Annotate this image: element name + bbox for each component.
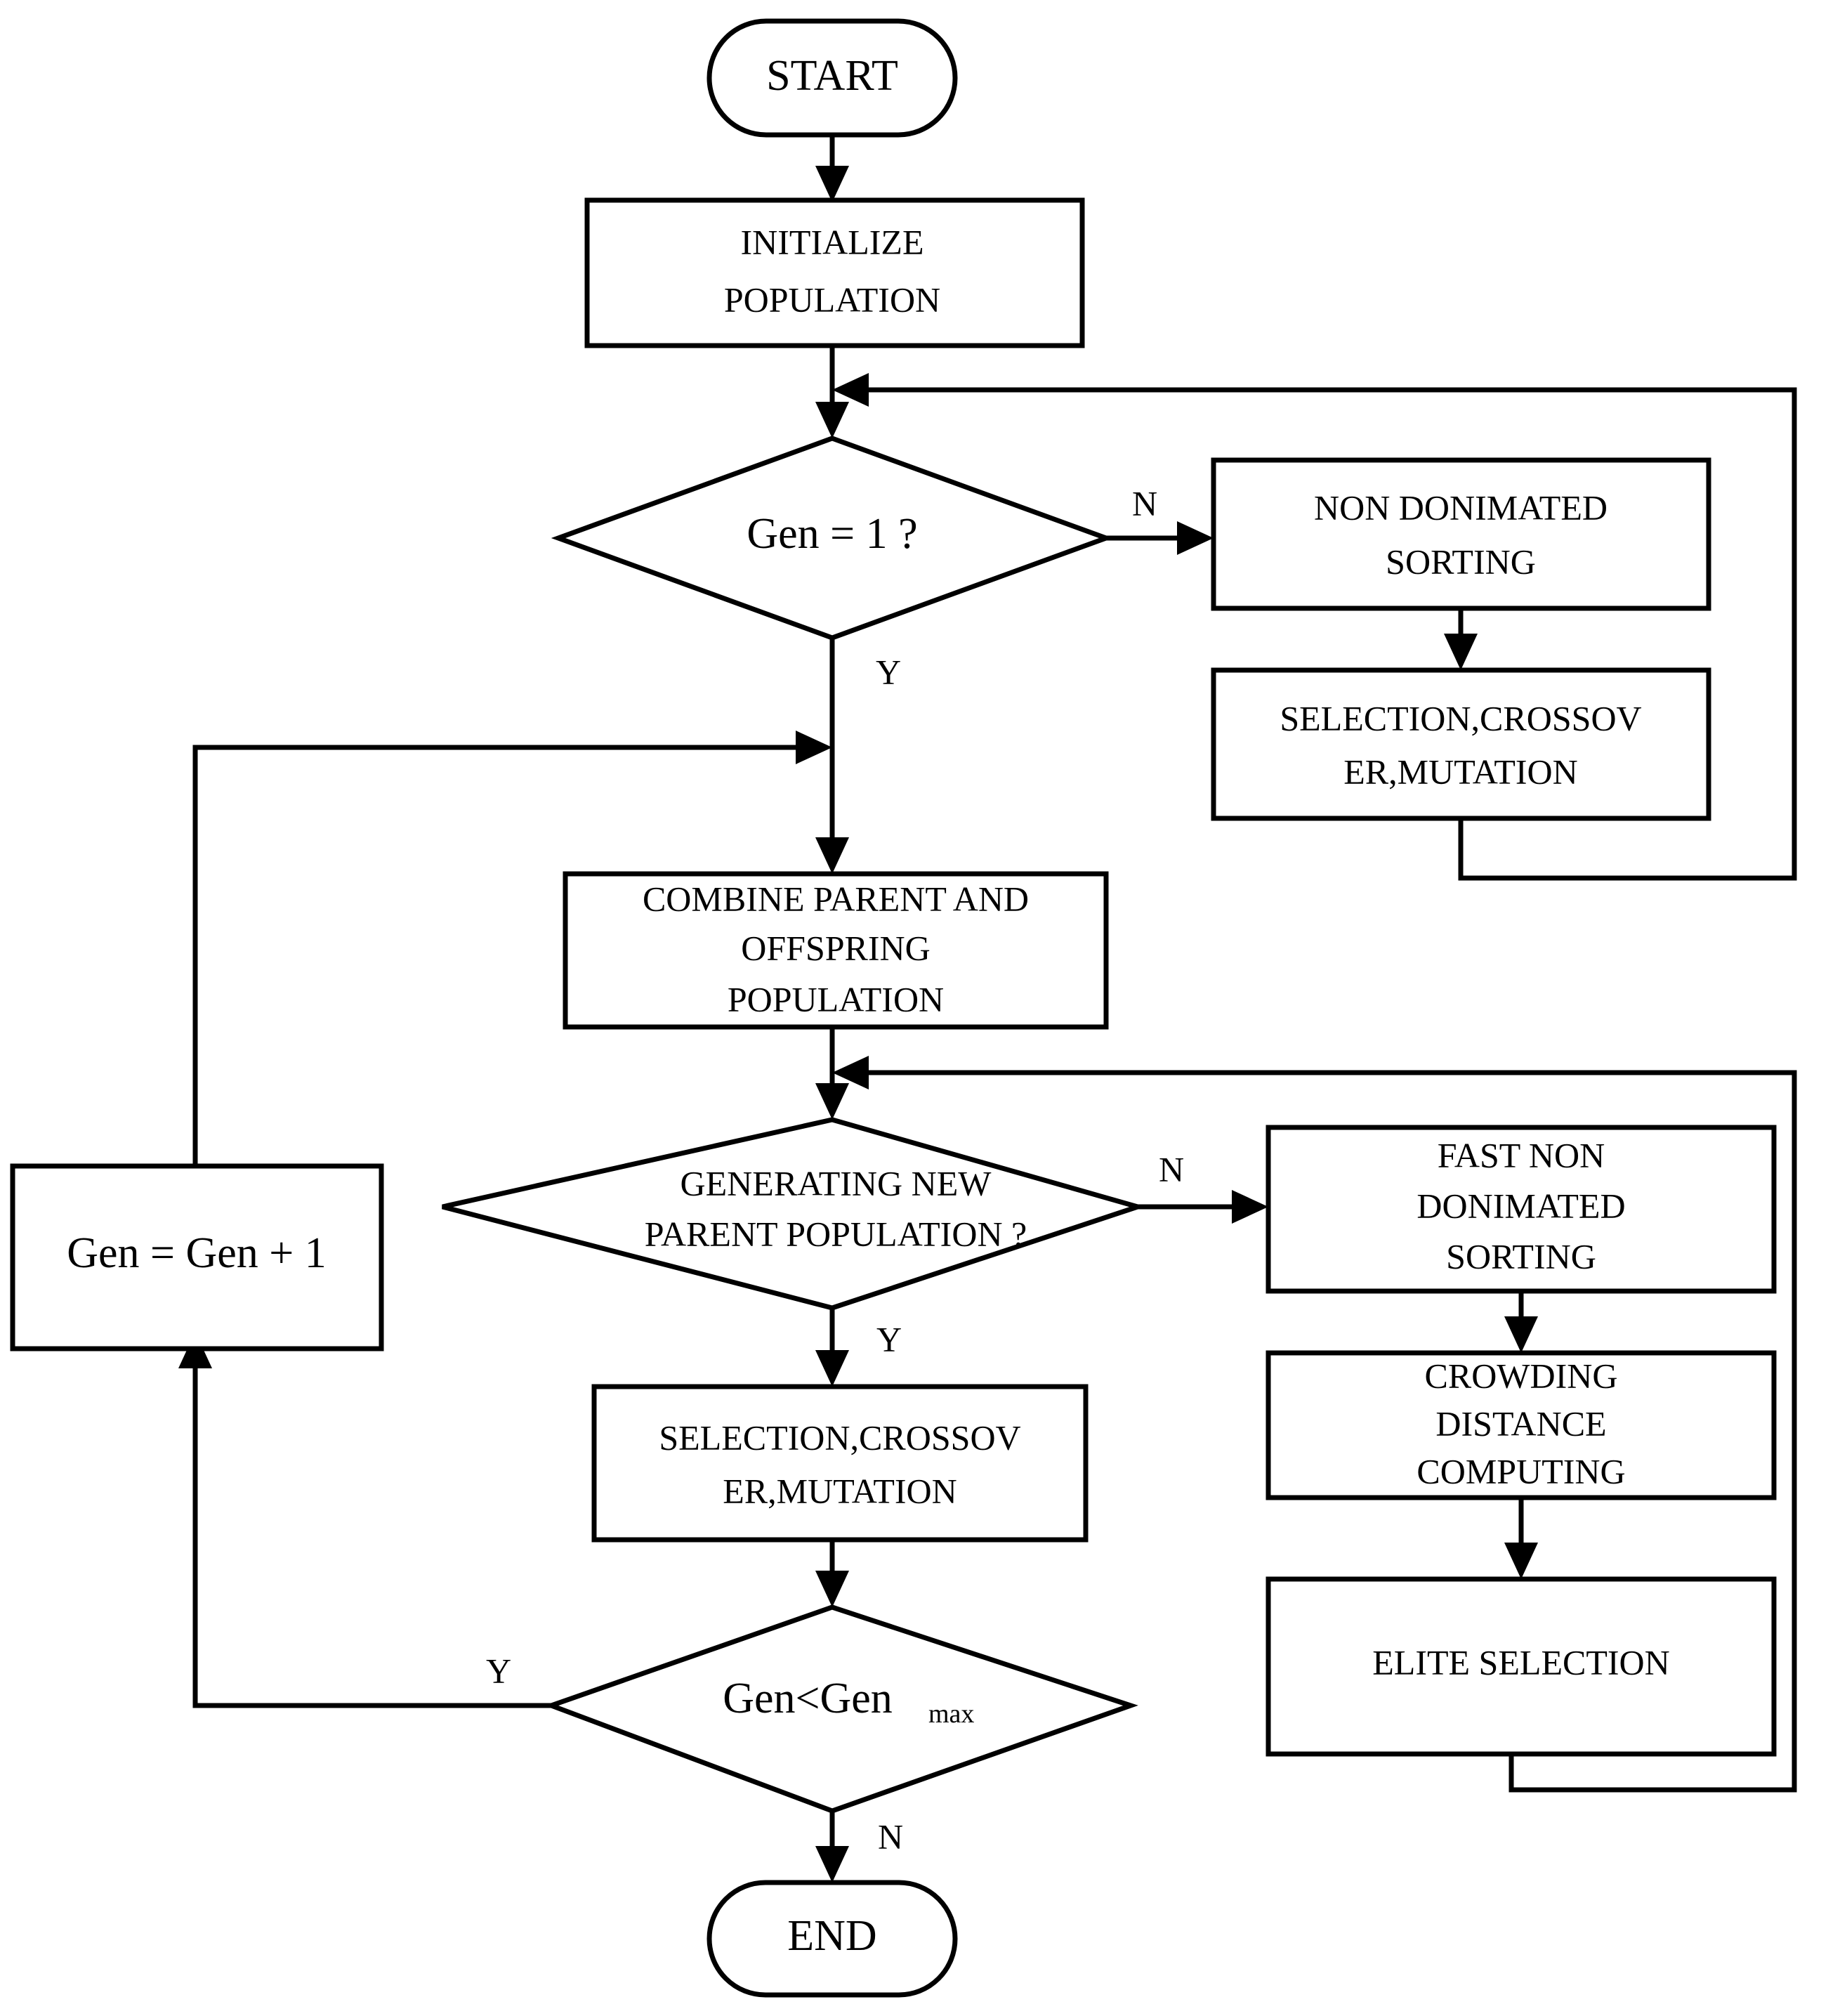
node-start-label: START	[766, 52, 898, 100]
node-gen-less-than-max-base: Gen<Gen	[723, 1675, 893, 1722]
node-generating-new-parent-line2: PARENT POPULATION ?	[645, 1214, 1027, 1253]
edge-fnds-to-crowding	[1504, 1291, 1538, 1353]
node-selection-crossover-mutation-top[interactable]: SELECTION,CROSSOV ER,MUTATION	[1211, 667, 1711, 821]
edge-label-generating-no: N	[1159, 1149, 1184, 1189]
edge-gen1-no	[1106, 521, 1214, 555]
node-generating-new-parent[interactable]: GENERATING NEW PARENT POPULATION ?	[442, 1117, 1146, 1311]
node-scm-bottom-line1: SELECTION,CROSSOV	[659, 1418, 1020, 1457]
node-start[interactable]: START	[706, 18, 958, 138]
node-gen-is-one-label: Gen = 1 ?	[747, 510, 917, 558]
edge-scm-to-genmax	[815, 1540, 849, 1607]
node-non-dominated-sorting[interactable]: NON DONIMATED SORTING	[1211, 457, 1711, 611]
node-initialize-population-line2: POPULATION	[724, 280, 940, 319]
node-scm-top-line2: ER,MUTATION	[1343, 752, 1577, 791]
node-non-dominated-sorting-line2: SORTING	[1386, 542, 1536, 581]
edge-generating-no	[1138, 1190, 1268, 1224]
node-scm-top-line1: SELECTION,CROSSOV	[1280, 698, 1641, 738]
edge-label-genmax-yes: Y	[486, 1651, 511, 1690]
edge-label-generating-yes: Y	[876, 1319, 902, 1359]
node-gen-increment[interactable]: Gen = Gen + 1	[10, 1163, 384, 1351]
node-generating-new-parent-line1: GENERATING NEW	[681, 1163, 992, 1203]
node-fnds-line2: DONIMATED	[1417, 1186, 1625, 1225]
edge-label-gen1-yes: Y	[876, 652, 901, 691]
node-crowding-distance-line1: CROWDING	[1425, 1356, 1618, 1395]
node-fnds-line3: SORTING	[1446, 1236, 1596, 1276]
node-combine-population-line3: POPULATION	[728, 979, 944, 1019]
node-end[interactable]: END	[706, 1880, 958, 1998]
node-combine-population[interactable]: COMBINE PARENT AND OFFSPRING POPULATION	[563, 871, 1109, 1030]
node-fast-non-dominated-sorting[interactable]: FAST NON DONIMATED SORTING	[1266, 1125, 1777, 1294]
edge-combine-to-generating	[815, 1027, 849, 1120]
edge-start-to-initialize	[815, 135, 849, 202]
node-end-label: END	[787, 1912, 876, 1960]
node-initialize-population-line1: INITIALIZE	[741, 222, 924, 261]
node-elite-selection-label: ELITE SELECTION	[1372, 1642, 1670, 1682]
node-gen-less-than-max[interactable]: Gen<Gen max	[544, 1604, 1138, 1814]
node-gen-increment-label: Gen = Gen + 1	[67, 1229, 327, 1277]
node-initialize-population[interactable]: INITIALIZE POPULATION	[584, 197, 1085, 348]
edge-label-gen1-no: N	[1132, 483, 1157, 523]
edge-crowding-to-elite	[1504, 1498, 1538, 1579]
node-crowding-distance[interactable]: CROWDING DISTANCE COMPUTING	[1266, 1350, 1777, 1500]
node-crowding-distance-line2: DISTANCE	[1435, 1403, 1606, 1443]
edge-label-genmax-no: N	[878, 1817, 903, 1856]
node-non-dominated-sorting-line1: NON DONIMATED	[1314, 487, 1608, 527]
node-gen-less-than-max-subscript: max	[928, 1699, 974, 1729]
node-scm-bottom-line2: ER,MUTATION	[723, 1471, 957, 1510]
edge-gen1-yes	[815, 638, 849, 874]
edge-generating-yes	[815, 1308, 849, 1387]
node-combine-population-line2: OFFSPRING	[741, 928, 931, 967]
edge-feedback-top-loop	[832, 373, 1797, 881]
edge-nds-to-scm-top	[1444, 608, 1478, 670]
edge-gen-increment-feedback	[192, 731, 832, 1166]
node-fnds-line1: FAST NON	[1438, 1135, 1605, 1174]
edge-initialize-to-gen1	[815, 346, 849, 438]
node-crowding-distance-line3: COMPUTING	[1417, 1451, 1625, 1491]
edge-genmax-no	[815, 1811, 849, 1883]
node-combine-population-line1: COMBINE PARENT AND	[643, 879, 1029, 918]
edge-genmax-yes	[178, 1332, 551, 1708]
node-elite-selection[interactable]: ELITE SELECTION	[1266, 1576, 1777, 1757]
node-selection-crossover-mutation-bottom[interactable]: SELECTION,CROSSOV ER,MUTATION	[591, 1384, 1089, 1543]
node-gen-is-one[interactable]: Gen = 1 ?	[551, 436, 1114, 641]
edge-feedback-bottom-loop	[832, 1056, 1797, 1793]
